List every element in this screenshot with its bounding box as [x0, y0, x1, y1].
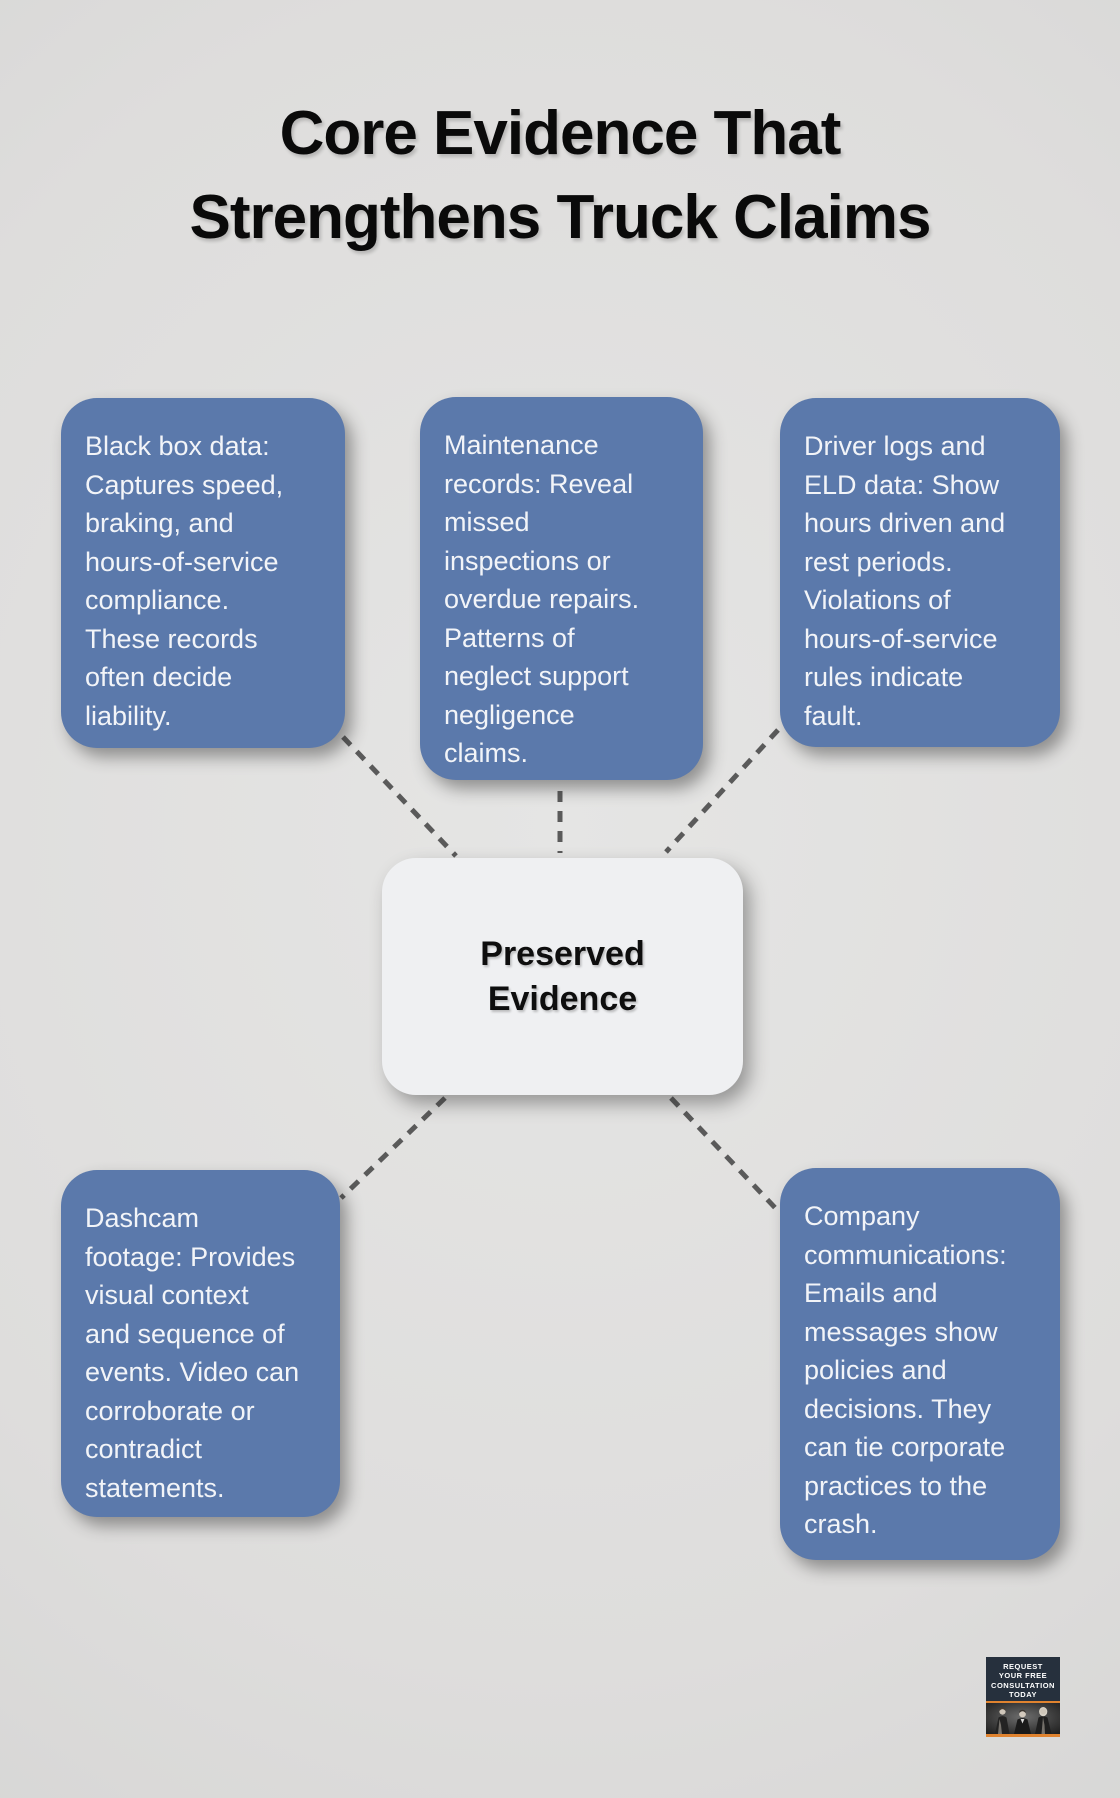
node-black-box-data: Black box data: Captures speed, braking,…: [61, 398, 345, 748]
node-dashcam-footage-text: Dashcam footage: Provides visual context…: [85, 1203, 300, 1503]
connector-center-to-company: [669, 1096, 783, 1216]
node-maintenance-records-text: Maintenance records: Reveal missed inspe…: [444, 430, 640, 768]
node-maintenance-records: Maintenance records: Reveal missed inspe…: [420, 397, 703, 780]
page-title: Core Evidence That Strengthens Truck Cla…: [189, 99, 932, 252]
badge-bottom-divider: [986, 1734, 1060, 1737]
connector-black-box-to-center: [341, 735, 458, 858]
node-black-box-data-text: Black box data: Captures speed, braking,…: [85, 431, 284, 731]
attorneys-photo: [986, 1703, 1060, 1734]
attorney-silhouette-right: [1035, 1707, 1052, 1734]
consultation-cta-banner[interactable]: REQUEST YOUR FREE CONSULTATION TODAY: [986, 1657, 1060, 1737]
center-node-preserved-evidence: Preserved Evidence: [382, 858, 743, 1095]
badge-top-divider: [986, 1701, 1060, 1703]
center-node-label: Preserved Evidence: [480, 934, 645, 1018]
attorney-silhouette-center: [1014, 1709, 1031, 1734]
node-driver-logs-eld-text: Driver logs and ELD data: Show hours dri…: [804, 431, 1006, 731]
node-company-communications-text: Company communications: Emails and messa…: [804, 1201, 1007, 1539]
node-dashcam-footage: Dashcam footage: Provides visual context…: [61, 1170, 340, 1517]
attorney-silhouette-left: [995, 1707, 1010, 1734]
node-company-communications: Company communications: Emails and messa…: [780, 1168, 1060, 1560]
connector-driver-logs-to-center: [664, 728, 780, 854]
node-driver-logs-eld: Driver logs and ELD data: Show hours dri…: [780, 398, 1060, 747]
consultation-cta-label: REQUEST YOUR FREE CONSULTATION TODAY: [991, 1662, 1055, 1699]
connector-center-to-dashcam: [339, 1096, 447, 1200]
